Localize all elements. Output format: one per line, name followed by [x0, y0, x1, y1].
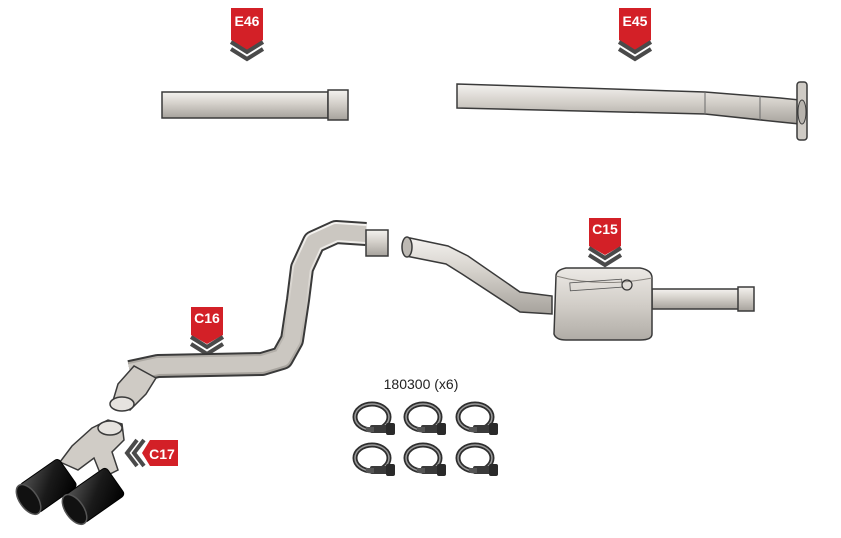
pipe-e45 [456, 81, 808, 141]
clamp-icon [458, 445, 498, 476]
clamp-icon [406, 445, 446, 476]
badge-e45-label: E45 [623, 13, 648, 29]
tips-c17 [15, 419, 125, 526]
muffler-c15 [401, 236, 755, 341]
badge-c17: C17 [124, 438, 178, 468]
clamps-label: 180300 (x6) [384, 376, 459, 392]
pipe-e46 [161, 89, 349, 121]
badge-c15: C15 [587, 218, 623, 268]
badge-e46: E46 [229, 8, 265, 62]
clamps-group [355, 404, 498, 476]
clamp-icon [458, 404, 498, 435]
tailpipe-c16 [109, 220, 389, 412]
badge-e46-label: E46 [235, 13, 260, 29]
badge-c17-label: C17 [149, 446, 175, 462]
badge-c16: C16 [189, 307, 225, 357]
clamp-icon [406, 404, 446, 435]
clamp-icon [355, 404, 395, 435]
badge-e45: E45 [617, 8, 653, 62]
badge-c15-label: C15 [592, 221, 618, 237]
clamp-icon [355, 445, 395, 476]
badge-c16-label: C16 [194, 310, 220, 326]
